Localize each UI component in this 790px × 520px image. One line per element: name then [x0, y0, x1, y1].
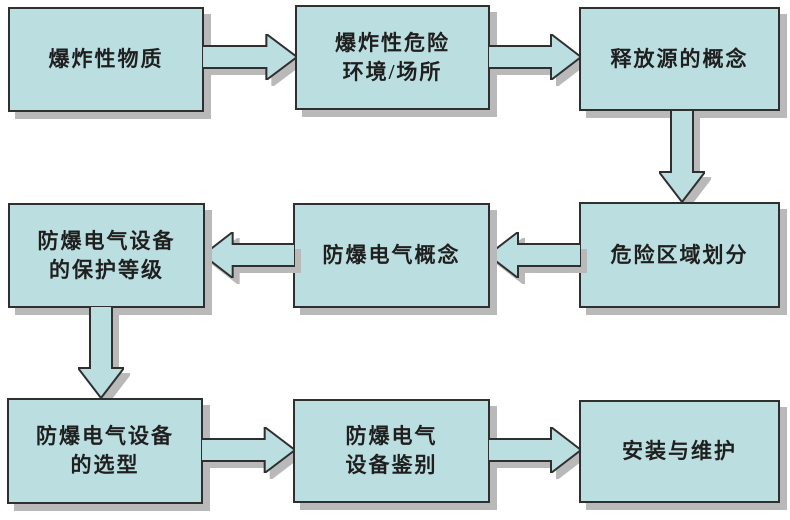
- arrow-right-2-icon: [488, 34, 581, 80]
- node-label: 爆炸性危险: [335, 30, 450, 55]
- node-equipment-protection-level: 防爆电气设备 的保护等级: [8, 203, 205, 308]
- arrow-left-2-icon: [203, 232, 295, 278]
- node-label: 危险区域划分: [610, 242, 749, 267]
- node-label: 防爆电气设备: [37, 228, 176, 253]
- node-explosive-substances: 爆炸性物质: [8, 7, 204, 112]
- node-label: 防爆电气概念: [322, 243, 461, 268]
- node-label: 安装与维护: [622, 439, 737, 464]
- node-label-line2: 的选型: [70, 453, 140, 477]
- node-release-source-concept: 释放源的概念: [579, 7, 780, 111]
- arrow-left-1-icon: [488, 232, 581, 278]
- node-label-line2: 的保护等级: [49, 257, 164, 282]
- node-hazardous-area-classification: 危险区域划分: [579, 202, 780, 308]
- node-explosive-hazardous-environment: 爆炸性危险 环境/场所: [295, 5, 490, 110]
- node-label: 释放源的概念: [610, 46, 749, 71]
- node-explosion-proof-electrical-concept: 防爆电气概念: [293, 203, 490, 308]
- arrow-down-2-icon: [78, 306, 124, 398]
- arrow-right-4-icon: [488, 427, 581, 473]
- node-equipment-identification: 防爆电气 设备鉴别: [293, 399, 490, 503]
- arrow-right-1-icon: [202, 34, 297, 80]
- node-installation-maintenance: 安装与维护: [579, 400, 780, 503]
- node-label-line2: 环境/场所: [342, 59, 443, 84]
- node-label: 爆炸性物质: [48, 47, 164, 72]
- node-equipment-selection: 防爆电气设备 的选型: [7, 398, 203, 504]
- node-label-line2: 设备鉴别: [345, 453, 438, 477]
- node-label: 防爆电气: [345, 424, 438, 449]
- node-label: 防爆电气设备: [36, 424, 174, 449]
- arrow-right-3-icon: [201, 427, 295, 473]
- arrow-down-1-icon: [659, 110, 705, 202]
